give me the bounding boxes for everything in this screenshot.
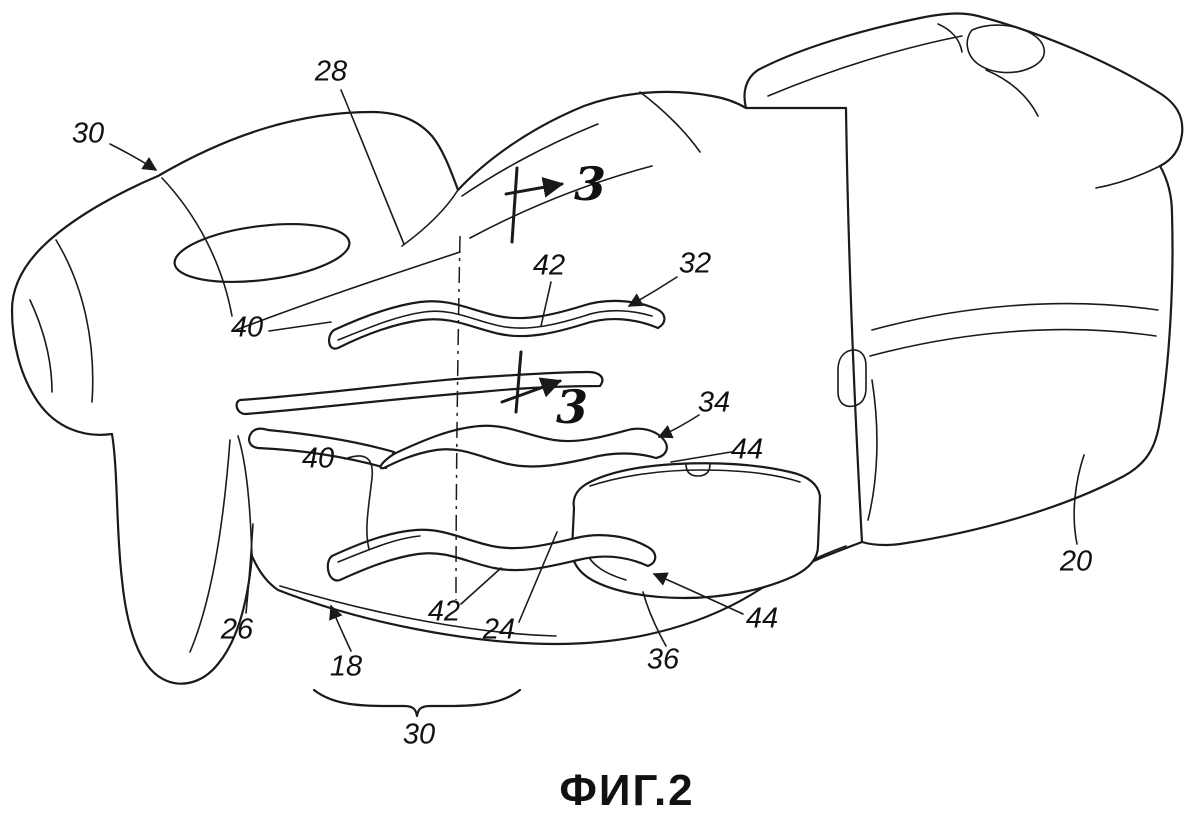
front-face-top-line (235, 251, 461, 331)
ref-label-24: 24 (482, 613, 516, 646)
clamp-plate-inner-top (589, 469, 801, 487)
leader-44-top (670, 451, 732, 463)
section-label-3-top: 3 (573, 157, 607, 211)
bottom-inner-line (279, 585, 557, 637)
junction-clip-tab (837, 349, 867, 408)
container-neck-shadow (937, 23, 963, 53)
ref-label-42-bottom: 42 (427, 595, 461, 628)
leader-18 (329, 604, 352, 652)
ridge-line (401, 189, 459, 247)
ref-label-44-top: 44 (730, 433, 764, 466)
section-label-3-bottom: 3 (555, 380, 589, 434)
ref-label-28: 28 (314, 55, 348, 88)
container-front-shade (867, 379, 878, 521)
ref-label-30-top: 30 (71, 117, 105, 150)
left-contour-2 (29, 299, 53, 393)
ref-label-30-bottom: 30 (402, 718, 436, 751)
ref-label-32: 32 (678, 247, 712, 280)
hump-line (639, 91, 701, 153)
rib-middle (379, 424, 668, 470)
container-neck (966, 24, 1046, 74)
ref-label-18: 18 (329, 650, 363, 683)
container-corner-line (985, 69, 1039, 117)
left-shoulder-line (161, 177, 233, 317)
clamp-plate-outline (570, 462, 822, 600)
ref-label-36: 36 (646, 643, 680, 676)
leader-30-top (109, 143, 158, 171)
section-arrow-top (504, 176, 565, 198)
leader-lines (109, 89, 1085, 652)
figure-caption: ФИГ.2 (559, 766, 695, 815)
housing-oval-hole (173, 223, 351, 283)
ref-label-20: 20 (1059, 545, 1093, 578)
container-top-ridge (767, 35, 963, 97)
container-outline (743, 12, 1184, 547)
leader-36 (642, 591, 667, 647)
retention-ribs (235, 299, 668, 582)
leader-34 (657, 414, 700, 439)
section-tick-bottom (514, 350, 523, 414)
rib-bottom-highlight (337, 535, 421, 563)
flap-inner-line (189, 439, 231, 653)
ref-label-42-top: 42 (532, 249, 566, 282)
ref-label-40-bottom: 40 (301, 442, 335, 475)
ref-label-44-bottom: 44 (745, 602, 779, 635)
section-arrow-bottom (500, 377, 562, 404)
brace-30 (312, 688, 522, 718)
ref-label-40-top: 40 (230, 311, 264, 344)
leader-32 (627, 276, 678, 307)
leader-40-bottom (344, 455, 374, 550)
leader-20 (1073, 454, 1085, 545)
leader-42-bottom (460, 567, 502, 605)
container-step-line (1095, 165, 1161, 189)
left-contour-1 (55, 239, 94, 403)
leader-44-bottom (652, 572, 744, 615)
inner-top-line (461, 123, 599, 197)
section-dashdot-line (455, 235, 461, 601)
rib-partial (235, 370, 604, 416)
clamp-plate (570, 462, 822, 600)
container-band-upper (871, 302, 1159, 331)
container-band-lower (869, 328, 1157, 357)
clamp-plate-notch (685, 463, 711, 477)
container-body (743, 12, 1184, 547)
leader-26 (245, 523, 254, 614)
leader-28 (340, 89, 405, 245)
section-line-3-3 (455, 166, 565, 601)
ref-label-26: 26 (220, 613, 254, 646)
leader-42-top (540, 281, 552, 327)
leader-40-top (268, 321, 332, 332)
leader-24 (518, 531, 558, 623)
ref-label-34: 34 (697, 386, 731, 419)
rib-bottom (326, 528, 657, 582)
rib-top-highlight (337, 309, 653, 341)
section-tick-top (510, 166, 519, 244)
